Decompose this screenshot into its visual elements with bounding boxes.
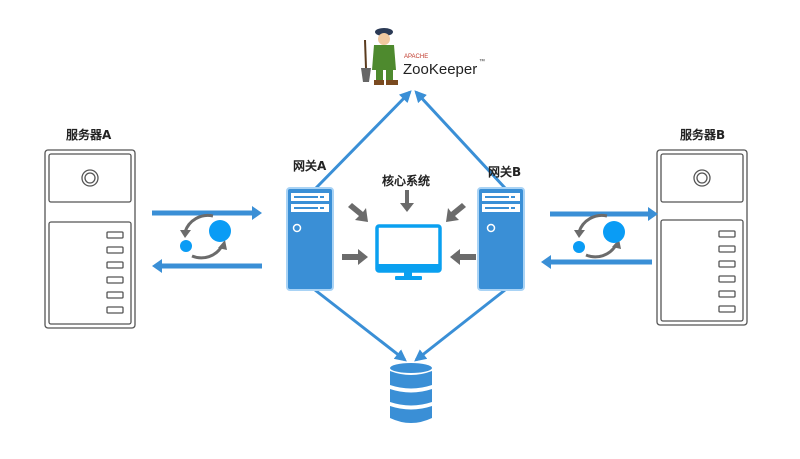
gateway-b-label: 网关B bbox=[488, 165, 522, 179]
exchange-arrows-a bbox=[152, 206, 262, 273]
zookeeper-logo-icon bbox=[361, 28, 398, 85]
core-system-label: 核心系统 bbox=[382, 174, 431, 188]
zookeeper-name-label: ZooKeeper bbox=[403, 61, 478, 78]
server-a-icon bbox=[44, 149, 136, 329]
gateway-a-label: 网关A bbox=[293, 159, 327, 173]
sync-dot-small bbox=[180, 240, 192, 252]
core-input-arrows bbox=[342, 190, 476, 265]
zookeeper-tm: ™ bbox=[479, 59, 485, 65]
gateway-a-to-zookeeper-line bbox=[314, 90, 412, 190]
server-b-label: 服务器B bbox=[680, 128, 726, 142]
gateway-b-to-database-line bbox=[414, 288, 506, 362]
gateway-a-to-database-line bbox=[314, 288, 407, 362]
exchange-arrows-b bbox=[541, 207, 658, 269]
core-system-monitor-icon bbox=[375, 224, 442, 280]
database-icon bbox=[390, 363, 432, 423]
zookeeper-apache-label: APACHE bbox=[404, 54, 429, 60]
gateway-a-icon bbox=[286, 187, 334, 291]
gateway-b-to-zookeeper-line bbox=[414, 90, 507, 190]
server-a-label: 服务器A bbox=[66, 128, 112, 142]
server-b-icon bbox=[656, 149, 748, 326]
sync-dot-large bbox=[209, 220, 231, 242]
gateway-b-icon bbox=[477, 187, 525, 291]
